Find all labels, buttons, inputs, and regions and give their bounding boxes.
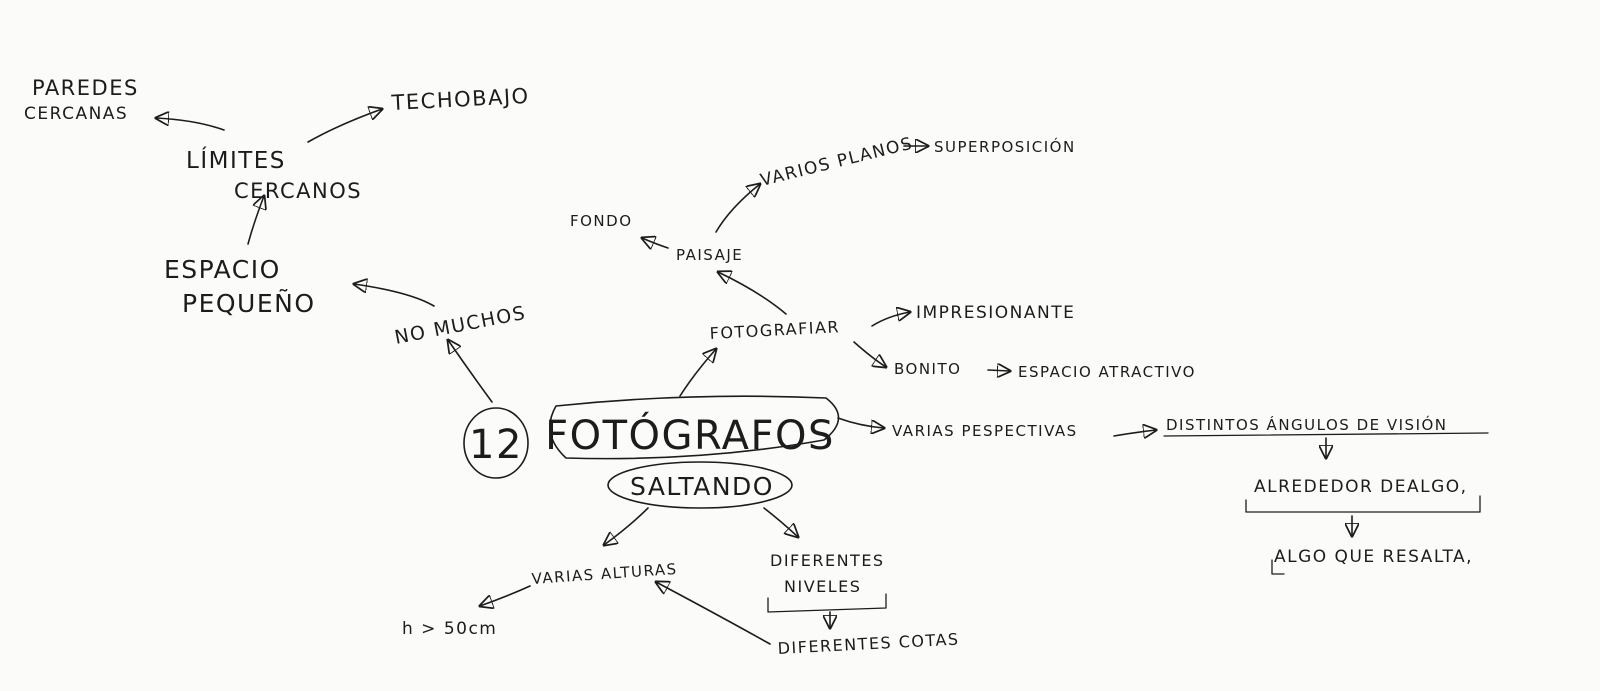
impresionante-label: IMPRESIONANTE <box>916 303 1075 323</box>
central-label: FOTÓGRAFOS <box>545 411 835 459</box>
limites-label-line2: CERCANOS <box>234 179 362 203</box>
varias-alturas-label: VARIAS ALTURAS <box>531 560 678 588</box>
techo-bajo-label: TECHOBAJO <box>390 84 530 115</box>
arrow-alturas-to-h <box>480 585 531 606</box>
arrow-saltando-to-niveles <box>763 507 798 537</box>
arrow-paisaje-to-varios-planos <box>715 184 760 233</box>
limites-label-line1: LÍMITES <box>186 146 286 174</box>
arrow-no-muchos-to-espacio <box>354 284 435 307</box>
algo-resalta-bracket <box>1271 559 1285 575</box>
distintos-angulos-label: DISTINTOS ÁNGULOS DE VISIÓN <box>1166 415 1448 434</box>
saltando-node: SALTANDO <box>607 461 793 509</box>
arrow-bonito-to-espacio-atractivo <box>987 370 1010 371</box>
varias-perspectivas-label: VARIAS PESPECTIVAS <box>892 422 1078 440</box>
arrow-fotografiar-to-bonito <box>853 341 886 367</box>
arrow-fotografiar-to-impresionante <box>871 312 910 327</box>
arrow-limites-to-paredes <box>156 118 225 131</box>
altura-min-label: h > 50cm <box>402 619 497 639</box>
superposicion-label: SUPERPOSICIÓN <box>934 137 1076 156</box>
bonito-label: BONITO <box>894 360 961 378</box>
paredes-label-line1: PAREDES <box>32 76 139 100</box>
arrow-center-to-perspectivas <box>837 417 884 428</box>
central-outline <box>549 395 840 460</box>
fondo-label: FONDO <box>570 212 633 230</box>
central-node: FOTÓGRAFOS <box>545 395 840 460</box>
alrededor-bracket <box>1245 495 1481 513</box>
count-label: 12 <box>469 422 523 468</box>
count-circle <box>463 407 529 479</box>
algo-resalta-label: ALGO QUE RESALTA, <box>1274 547 1473 567</box>
angulos-underline <box>1163 432 1489 437</box>
saltando-label: SALTANDO <box>630 472 774 501</box>
paisaje-label: PAISAJE <box>676 246 743 264</box>
saltando-outline <box>607 461 793 509</box>
arrow-paisaje-to-fondo <box>642 238 669 248</box>
diferentes-cotas-label: DIFERENTES COTAS <box>777 629 960 658</box>
arrow-count-to-no-muchos <box>448 340 493 403</box>
fotografiar-label: FOTOGRAFIAR <box>709 317 840 343</box>
count-node: 12 <box>463 407 529 479</box>
paredes-label-line2: CERCANAS <box>24 104 128 124</box>
no-muchos-label: NO MUCHOS <box>393 302 528 349</box>
diferentes-label-line2: NIVELES <box>784 577 861 596</box>
espacio-atractivo-label: ESPACIO ATRACTIVO <box>1018 363 1196 381</box>
niveles-bracket <box>767 593 887 613</box>
alrededor-label: ALREDEDOR DEALGO, <box>1254 477 1468 497</box>
arrow-espacio-to-limites <box>247 196 264 245</box>
arrow-saltando-to-alturas <box>604 507 649 545</box>
arrow-limites-to-techo <box>307 109 382 143</box>
espacio-label-line1: ESPACIO <box>164 255 281 284</box>
arrow-fotografiar-to-paisaje <box>718 272 787 315</box>
espacio-label-line2: PEQUEÑO <box>182 288 316 318</box>
arrow-perspectivas-to-angulos <box>1113 430 1156 436</box>
varios-planos-label: VARIOS PLANOS <box>758 134 915 191</box>
arrow-center-to-fotografiar <box>679 349 716 397</box>
arrow-cotas-to-alturas <box>656 582 771 645</box>
diferentes-label-line1: DIFERENTES <box>770 551 885 570</box>
